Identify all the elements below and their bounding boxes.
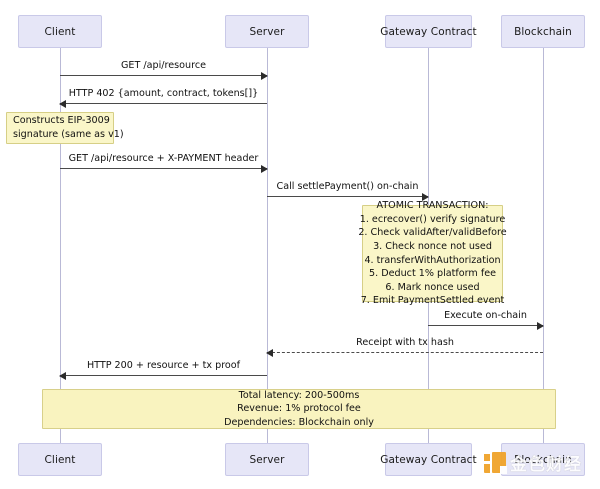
note-atomic-line-8: 7. Emit PaymentSettled event [360, 295, 505, 307]
message-label-http-200: HTTP 200 + resource + tx proof [86, 360, 241, 371]
note-constructs-eip-3009: Constructs EIP-3009 signature (same as v… [6, 112, 124, 144]
arrowhead-right-icon [261, 165, 268, 173]
participant-gateway-top[interactable]: Gateway Contract [380, 15, 477, 48]
note-summary-line-3: Dependencies: Blockchain only [224, 416, 374, 428]
participant-server-top-label: Server [249, 25, 285, 38]
note-atomic-line-6: 5. Deduct 1% platform fee [369, 268, 497, 280]
note-summary-line-1: Total latency: 200-500ms [238, 389, 360, 401]
participant-client-bottom-label: Client [44, 453, 76, 466]
lifeline-chain [543, 48, 544, 444]
message-arrow-call-settle-payment [267, 193, 429, 201]
participant-client-bottom[interactable]: Client [18, 443, 102, 476]
participant-blockchain-top-label: Blockchain [514, 25, 572, 38]
message-label-receipt-with-tx-hash: Receipt with tx hash [356, 337, 454, 348]
participant-gateway-bottom[interactable]: Gateway Contract [380, 443, 477, 476]
lifeline-client [60, 48, 61, 444]
message-label-http-402: HTTP 402 {amount, contract, tokens[]} [68, 88, 259, 99]
note-atomic-transaction: ATOMIC TRANSACTION: 1. ecrecover() verif… [358, 200, 506, 306]
message-label-execute-on-chain: Execute on-chain [444, 310, 527, 321]
participant-blockchain-bottom[interactable]: Blockchain [501, 443, 585, 476]
note-atomic-line-4: 3. Check nonce not used [373, 240, 492, 252]
participant-server-top[interactable]: Server [225, 15, 309, 48]
note-atomic-line-1: ATOMIC TRANSACTION: [376, 200, 489, 212]
message-arrow-get-with-x-payment [60, 165, 268, 173]
note-atomic-line-5: 4. transferWithAuthorization [364, 254, 501, 266]
participant-client-top-label: Client [44, 25, 76, 38]
note-constructs-line-2: signature (same as v1) [13, 129, 124, 140]
arrowhead-right-icon [261, 72, 268, 80]
note-summary-line-2: Revenue: 1% protocol fee [237, 403, 361, 415]
message-label-get-api-resource: GET /api/resource [121, 60, 206, 71]
participant-server-bottom[interactable]: Server [225, 443, 309, 476]
participant-server-bottom-label: Server [249, 453, 285, 466]
note-constructs-line-1: Constructs EIP-3009 [13, 115, 110, 127]
arrowhead-left-icon [59, 372, 66, 380]
message-arrow-get-api-resource [60, 72, 268, 80]
arrowhead-left-icon [266, 349, 273, 357]
participant-gateway-bottom-label: Gateway Contract [380, 453, 477, 466]
note-atomic-line-2: 1. ecrecover() verify signature [359, 213, 506, 225]
participant-gateway-top-label: Gateway Contract [380, 25, 477, 38]
arrowhead-left-icon [59, 100, 66, 108]
participant-blockchain-top[interactable]: Blockchain [501, 15, 585, 48]
message-arrow-http-402 [59, 100, 267, 108]
message-label-get-with-x-payment: GET /api/resource + X-PAYMENT header [68, 153, 259, 164]
message-label-call-settle-payment: Call settlePayment() on-chain [276, 181, 419, 192]
note-atomic-line-7: 6. Mark nonce used [385, 281, 480, 293]
lifeline-server [267, 48, 268, 444]
note-atomic-line-3: 2. Check validAfter/validBefore [358, 227, 507, 239]
participant-client-top[interactable]: Client [18, 15, 102, 48]
note-summary: Total latency: 200-500ms Revenue: 1% pro… [42, 389, 556, 429]
arrowhead-right-icon [537, 322, 544, 330]
message-arrow-http-200 [59, 372, 267, 380]
message-arrow-execute-on-chain [428, 322, 544, 330]
message-arrow-receipt-with-tx-hash [266, 349, 543, 357]
participant-blockchain-bottom-label: Blockchain [514, 453, 572, 466]
arrowhead-right-icon [422, 193, 429, 201]
